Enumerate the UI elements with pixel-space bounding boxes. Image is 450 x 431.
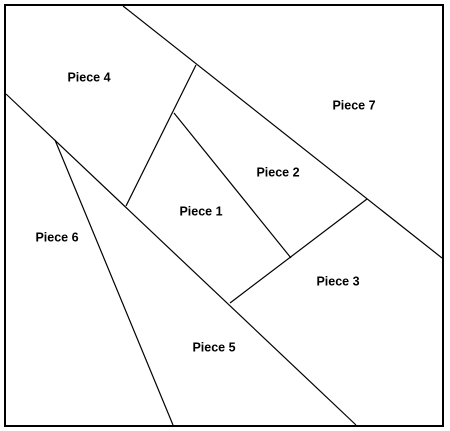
seam-top-diagonal bbox=[122, 5, 443, 259]
seam-piece6-piece5 bbox=[54, 139, 174, 426]
piece-6-label: Piece 6 bbox=[35, 230, 78, 244]
seam-main-diagonal bbox=[5, 93, 357, 426]
piece-1-label: Piece 1 bbox=[179, 204, 222, 218]
piece-4-label: Piece 4 bbox=[67, 70, 110, 84]
block-border bbox=[4, 4, 444, 427]
piece-5-label: Piece 5 bbox=[192, 340, 235, 354]
piece-2-label: Piece 2 bbox=[256, 165, 299, 179]
seam-piece1-piece2 bbox=[173, 112, 292, 259]
piece-7-label: Piece 7 bbox=[332, 98, 375, 112]
seam-piece3-top bbox=[229, 198, 368, 304]
seam-piece4-edge bbox=[125, 64, 197, 207]
piece-3-label: Piece 3 bbox=[316, 274, 359, 288]
